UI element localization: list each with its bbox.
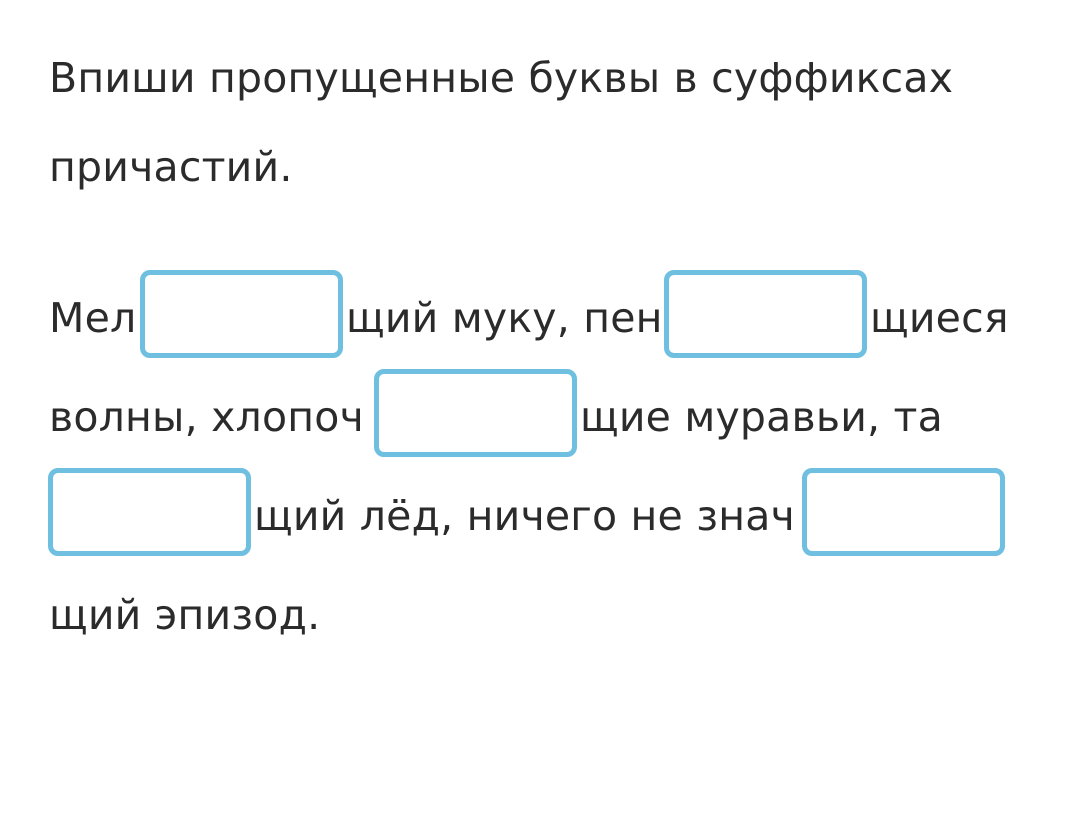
blank-input-5[interactable] (802, 468, 1005, 556)
blank-input-4[interactable] (48, 468, 251, 556)
fragment-5: щие муравьи, та (580, 393, 943, 441)
fragment-6: щий лёд, ничего не знач (254, 492, 795, 540)
blank-input-1[interactable] (140, 270, 343, 358)
fragment-4: волны, хлопоч (49, 393, 364, 441)
fragment-2: щий муку, пен (346, 294, 663, 342)
fragment-7: щий эпизод. (49, 591, 321, 639)
fragment-1: Мел (49, 294, 137, 342)
instruction-line-2: причастий. (49, 143, 293, 191)
blank-input-3[interactable] (374, 369, 577, 457)
blank-input-2[interactable] (664, 270, 867, 358)
instruction-line-1: Впиши пропущенные буквы в суффиксах (49, 54, 954, 102)
fragment-3: щиеся (870, 294, 1009, 342)
